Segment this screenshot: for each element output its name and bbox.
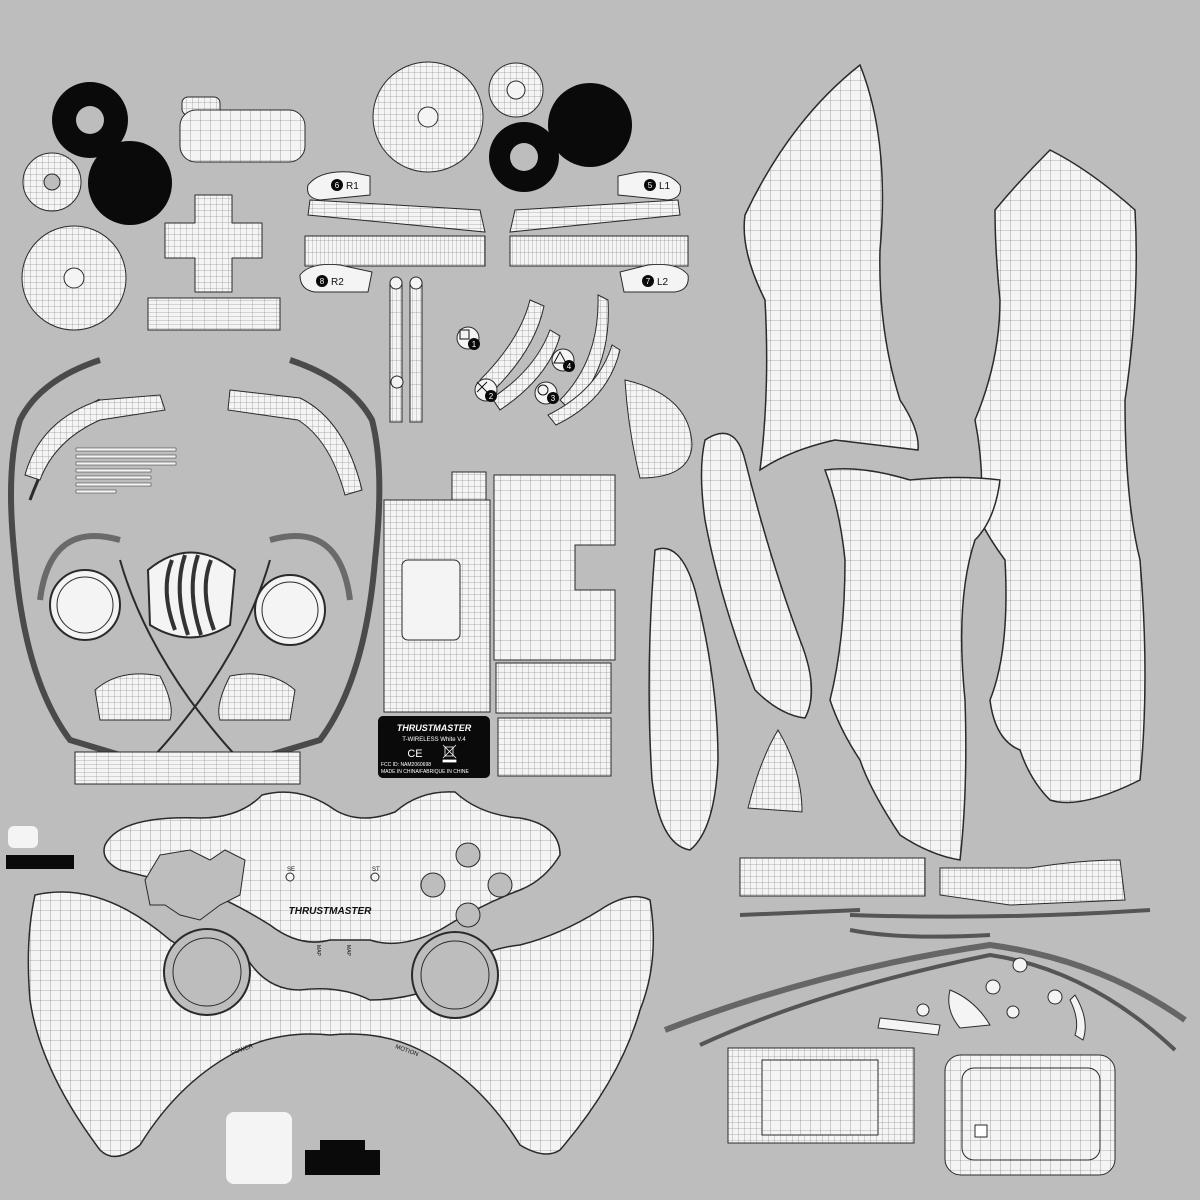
trigger-l2: 7 L2 — [509, 235, 689, 293]
l2-number: 7 — [646, 277, 651, 286]
thumbstick-ring-right — [489, 122, 559, 192]
d-shape-piece-upper — [624, 379, 693, 479]
face-button-1: 1 — [456, 326, 480, 350]
face-button-3: 3 — [534, 381, 559, 405]
l1-label: L1 — [659, 181, 671, 192]
l1-number: 5 — [648, 181, 653, 190]
bumper-r1: 6 R1 — [307, 171, 486, 233]
thumbstick-top-center — [372, 61, 484, 173]
square-icon — [459, 329, 470, 340]
front-shell: SE ST THRUSTMASTER MAP MAP — [103, 791, 561, 957]
grip-pad-left — [94, 673, 172, 721]
shell-right-small: MAP — [345, 945, 351, 957]
ce-mark: CE — [407, 748, 422, 760]
thumbstick-top-small — [22, 152, 82, 212]
shell-se-label: SE — [287, 867, 295, 873]
bottom-black-block — [305, 1140, 380, 1175]
face-2-number: 2 — [489, 392, 494, 401]
black-bar — [6, 855, 74, 869]
trigger-r2: 8 R2 — [299, 235, 486, 293]
frame-bottom-strip — [74, 751, 301, 785]
handle-shell-right — [974, 149, 1146, 804]
r2-label: R2 — [331, 277, 344, 288]
small-white-pad — [8, 826, 38, 848]
speaker-grille — [146, 551, 237, 639]
handle-shell-center — [823, 468, 1001, 861]
label-brand: THRUSTMASTER — [397, 723, 472, 733]
thumbstick-small-center — [488, 62, 544, 118]
battery-cover-left — [383, 471, 491, 713]
face-button-4: 4 — [551, 348, 575, 372]
label-origin: MADE IN CHINA/FABRIQUE IN CHINE — [381, 769, 469, 775]
handle-shell-left — [743, 63, 919, 472]
thumbstick-ring-left — [52, 82, 128, 158]
bottom-white-block — [226, 1112, 292, 1184]
weee-bin-icon — [442, 744, 457, 763]
vent-lines — [75, 447, 177, 494]
frame-top-left-piece — [24, 394, 166, 481]
cross-icon — [476, 381, 488, 393]
frame-top-right-piece — [227, 389, 363, 496]
r2-number: 8 — [320, 277, 325, 286]
r1-label: R1 — [346, 181, 359, 192]
label-fcc: FCC ID: NAM2060698 — [381, 762, 431, 768]
triangle-icon — [553, 350, 567, 364]
thumbstick-top-large — [21, 225, 127, 331]
dpad-cross — [164, 194, 263, 293]
bumper-l1: 5 L1 — [509, 171, 681, 233]
face-arc-strips — [479, 294, 621, 426]
handle-panel-b — [648, 547, 719, 851]
l2-label: L2 — [657, 277, 669, 288]
front-grips: POWER MOTION — [27, 891, 655, 1158]
face-3-number: 3 — [551, 394, 556, 403]
circle-icon — [537, 384, 549, 396]
shell-st-label: ST — [372, 867, 380, 873]
trim-strip-2 — [939, 859, 1126, 906]
face-button-2: 2 — [474, 378, 498, 402]
home-icon — [390, 375, 404, 389]
face-1-number: 1 — [472, 340, 477, 349]
face-4-number: 4 — [567, 362, 572, 371]
d-shape-piece-lower — [747, 729, 803, 813]
product-label-sticker: THRUSTMASTER T-WIRELESS White V.4 CE FCC… — [378, 716, 490, 778]
r1-number: 6 — [335, 181, 340, 190]
bottom-cover-panel — [944, 1054, 1116, 1176]
battery-cover-right — [493, 474, 616, 777]
dpad-strip — [147, 297, 281, 331]
thin-rails — [663, 908, 1187, 1052]
thumbstick-cap-left — [88, 141, 172, 225]
rail-strips — [389, 276, 423, 423]
dpad-top-island — [179, 96, 306, 163]
small-clips — [877, 957, 1086, 1041]
thumbstick-cap-right — [548, 83, 632, 167]
inner-frame-assembly — [8, 357, 383, 761]
handle-panel-a — [700, 432, 813, 719]
bottom-battery-door — [727, 1047, 915, 1144]
shell-brand: THRUSTMASTER — [289, 906, 373, 917]
grip-pad-right — [218, 673, 296, 721]
label-model: T-WIRELESS White V.4 — [402, 737, 466, 743]
trim-strip-1 — [739, 857, 926, 897]
shell-left-small: MAP — [315, 945, 321, 957]
